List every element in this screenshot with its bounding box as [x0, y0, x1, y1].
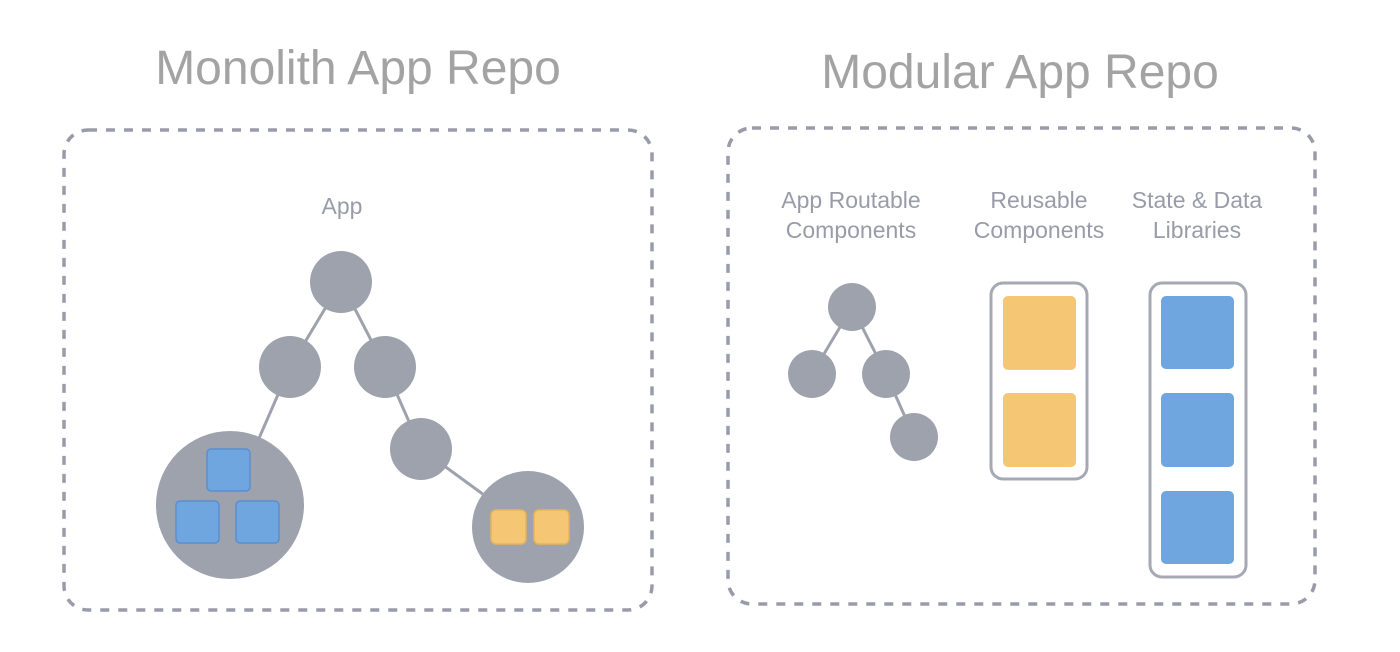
yellow-block	[533, 509, 570, 545]
routable-label-line1: App Routable	[781, 187, 920, 213]
blue-block	[175, 500, 220, 544]
monolith-dashed-border	[62, 128, 654, 612]
routable-label-line2: Components	[786, 217, 916, 243]
routable-left-node	[788, 350, 836, 398]
monolith-title: Monolith App Repo	[155, 42, 561, 95]
state-label-line2: Libraries	[1153, 217, 1241, 243]
blue-block	[1161, 296, 1234, 369]
root-node	[310, 251, 372, 313]
right-node	[354, 336, 416, 398]
blue-module-blocks	[175, 448, 280, 544]
monolith-tree-nodes	[156, 251, 584, 583]
state-data-libraries	[1148, 281, 1248, 579]
state-label-line1: State & Data	[1132, 187, 1263, 213]
yellow-block	[490, 509, 527, 545]
blue-block	[1161, 393, 1234, 467]
right-child-node	[390, 418, 452, 480]
yellow-module-blocks	[490, 509, 570, 545]
monolith-panel: Monolith App Repo App	[62, 42, 654, 612]
column-labels: App Routable Components Reusable Compone…	[781, 187, 1262, 243]
routable-root-node	[828, 283, 876, 331]
blue-block	[1161, 491, 1234, 564]
left-node	[259, 336, 321, 398]
app-label: App	[322, 193, 363, 219]
routable-tree-nodes	[788, 283, 938, 461]
yellow-block	[1003, 393, 1076, 467]
reusable-components-library	[989, 281, 1089, 481]
modular-title: Modular App Repo	[821, 46, 1219, 99]
routable-right-node	[862, 350, 910, 398]
modular-panel: Modular App Repo App Routable Components…	[726, 46, 1317, 606]
yellow-block	[1003, 296, 1076, 370]
blue-block	[206, 448, 251, 492]
reusable-label-line1: Reusable	[990, 187, 1087, 213]
yellow-module-node	[472, 471, 584, 583]
reusable-label-line2: Components	[974, 217, 1104, 243]
blue-block	[235, 500, 280, 544]
routable-leaf-node	[890, 413, 938, 461]
